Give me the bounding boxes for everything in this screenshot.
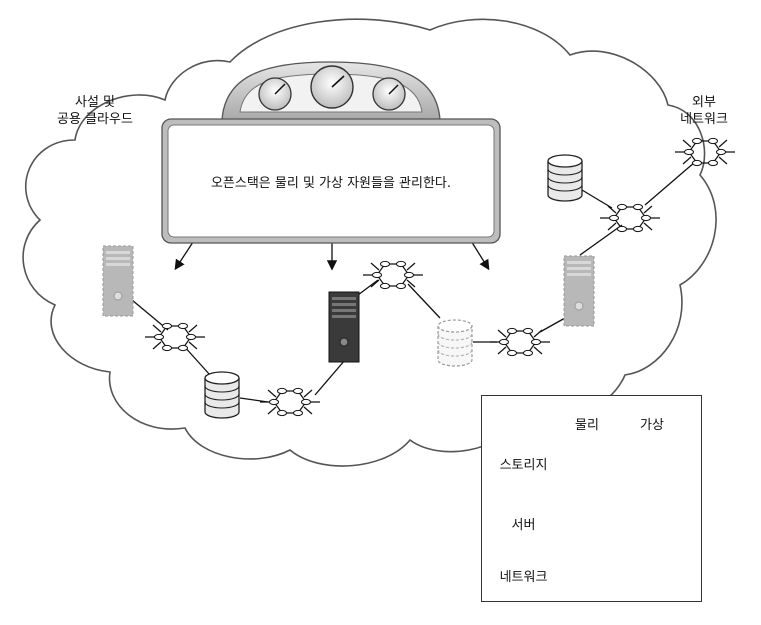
external-network-line1: 외부 <box>692 95 716 110</box>
physical-storage-icon <box>204 371 240 419</box>
physical-storage-icon <box>547 154 583 202</box>
dashboard-message: 오픈스택은 물리 및 가상 자원들을 관리한다. <box>168 125 494 237</box>
gauge-left-icon <box>258 77 292 111</box>
openstack-dashboard <box>161 61 501 244</box>
external-network-line2: 네트워크 <box>680 112 728 127</box>
legend-box: 물리 가상 스토리지 서버 네트워크 <box>481 395 702 602</box>
private-public-cloud-line1: 사설 및 <box>74 95 115 110</box>
legend-col-physical: 물리 <box>575 418 599 433</box>
virtual-server-icon <box>102 245 134 317</box>
legend-row-storage: 스토리지 <box>499 458 548 473</box>
external-network-label: 외부 네트워크 <box>664 94 744 128</box>
legend-row-server: 서버 <box>511 518 536 533</box>
virtual-storage-icon <box>437 319 473 367</box>
dashboard-message-text: 오픈스택은 물리 및 가상 자원들을 관리한다. <box>210 175 452 191</box>
gauge-center-icon <box>310 65 354 109</box>
private-public-cloud-label: 사설 및 공용 클라우드 <box>40 94 150 128</box>
legend-col-virtual: 가상 <box>640 418 664 433</box>
private-public-cloud-line2: 공용 클라우드 <box>57 112 133 127</box>
virtual-server-icon <box>563 255 595 327</box>
physical-server-icon <box>328 291 360 363</box>
legend-row-network: 네트워크 <box>499 570 548 585</box>
gauge-right-icon <box>372 77 406 111</box>
connection-lines <box>131 161 696 403</box>
